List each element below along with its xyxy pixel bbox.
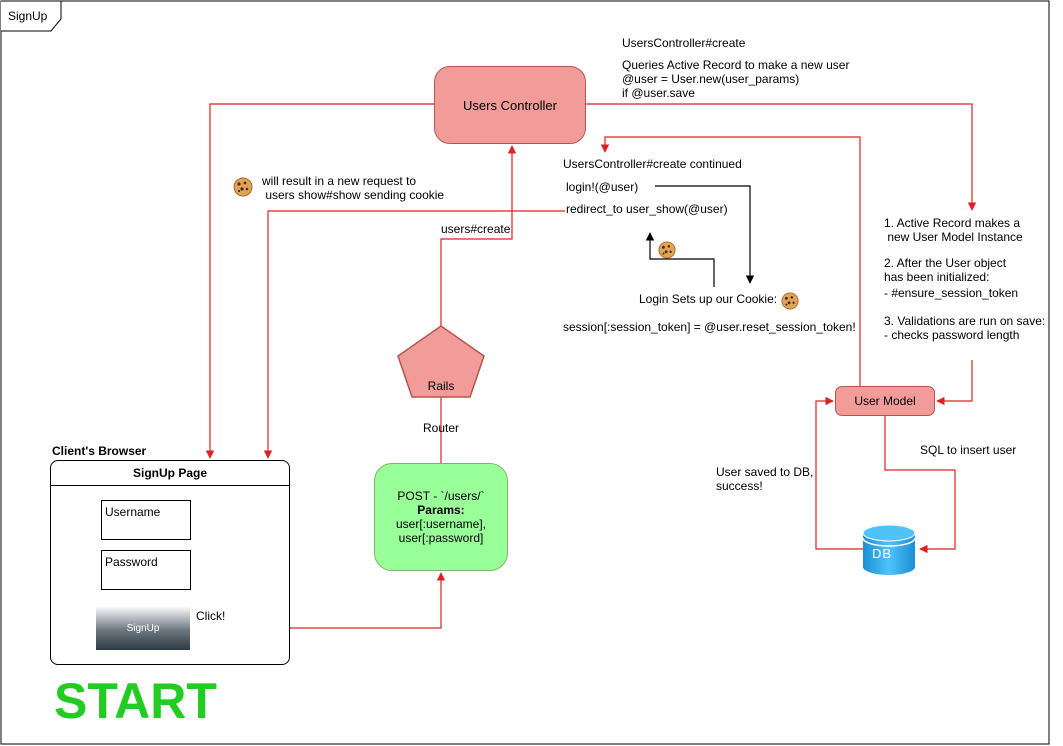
- arrow-db-to-model: [815, 396, 864, 550]
- post-request-node[interactable]: POST - `/users/` Params: user[:username]…: [374, 463, 508, 571]
- controller-create-line-2: @user = User.new(user_params): [622, 72, 800, 86]
- arrow-controller-to-model-steps: [586, 103, 977, 211]
- click-note: Click!: [196, 609, 226, 623]
- password-field[interactable]: Password: [101, 550, 191, 590]
- arrow-cookie-up: [645, 232, 715, 287]
- arrow-model-to-continued: [600, 136, 861, 386]
- sql-insert-label: SQL to insert user: [920, 443, 1017, 457]
- arrow-model-to-db: [884, 416, 956, 554]
- model-steps-line-5: - #ensure_session_token: [884, 286, 1019, 300]
- arrow-redirect-to-browser: [263, 210, 565, 459]
- user-model-node[interactable]: User Model: [835, 386, 935, 416]
- signup-button[interactable]: SignUp: [96, 606, 190, 650]
- cookie-request-line-1: will result in a new request to: [262, 174, 417, 188]
- user-model-label: User Model: [854, 394, 916, 408]
- tab-label: SignUp: [8, 9, 48, 23]
- cookie-icon: [233, 177, 253, 197]
- rails-router-line-2: Router: [422, 421, 460, 435]
- saved-db-line-2: success!: [716, 479, 763, 493]
- controller-create-line-3: if @user.save: [622, 86, 695, 100]
- post-line-1: POST - `/users/`: [397, 489, 485, 503]
- model-steps-line-2: new User Model Instance: [884, 230, 1023, 244]
- model-steps-line-7: - checks password length: [884, 328, 1020, 342]
- post-line-3: user[:username],: [395, 517, 487, 531]
- rails-router-shape: [397, 325, 485, 398]
- post-line-4: user[:password]: [398, 531, 484, 545]
- continued-login: login!(@user): [566, 180, 639, 194]
- users-controller-label: Users Controller: [463, 97, 557, 113]
- users-controller-node[interactable]: Users Controller: [434, 66, 586, 144]
- arrow-steps-to-model: [936, 360, 973, 406]
- controller-create-title: UsersController#create: [622, 36, 746, 50]
- arrow-login-to-cookie: [655, 185, 755, 284]
- model-steps-line-1: 1. Active Record makes a: [884, 216, 1021, 230]
- controller-create-line-1: Queries Active Record to make a new user: [622, 58, 850, 72]
- arrow-router-to-controller: [440, 145, 517, 340]
- session-token-label: session[:session_token] = @user.reset_se…: [563, 320, 856, 334]
- username-field-label: Username: [105, 505, 161, 519]
- cookie-icon: [658, 241, 676, 259]
- username-field[interactable]: Username: [101, 500, 191, 540]
- login-cookie-label: Login Sets up our Cookie:: [639, 292, 778, 306]
- db-icon: [862, 524, 916, 575]
- start-label: START: [54, 673, 217, 729]
- continued-title: UsersController#create continued: [563, 157, 742, 171]
- model-steps-line-3: 2. After the User object: [884, 256, 1007, 270]
- post-line-2: Params:: [417, 503, 465, 517]
- model-steps-line-6: 3. Validations are run on save:: [884, 314, 1046, 328]
- rails-router-label: Rails Router: [412, 351, 470, 449]
- password-field-label: Password: [105, 555, 158, 569]
- db-label: DB: [872, 546, 893, 561]
- browser-title: Client's Browser: [52, 444, 147, 458]
- signup-button-label: SignUp: [126, 622, 160, 634]
- rails-router-line-1: Rails: [427, 379, 455, 393]
- continued-redirect: redirect_to user_show(@user): [566, 202, 728, 216]
- saved-db-line-1: User saved to DB,: [716, 465, 814, 479]
- cookie-icon: [781, 292, 799, 310]
- arrow-controller-to-browser: [205, 103, 434, 459]
- model-steps-line-4: has been initialized:: [884, 270, 990, 284]
- cookie-request-line-2: users show#show sending cookie: [262, 188, 445, 202]
- signup-page-header: SignUp Page: [51, 461, 289, 486]
- tab-shape: [1, 0, 62, 32]
- users-create-label: users#create: [441, 222, 511, 236]
